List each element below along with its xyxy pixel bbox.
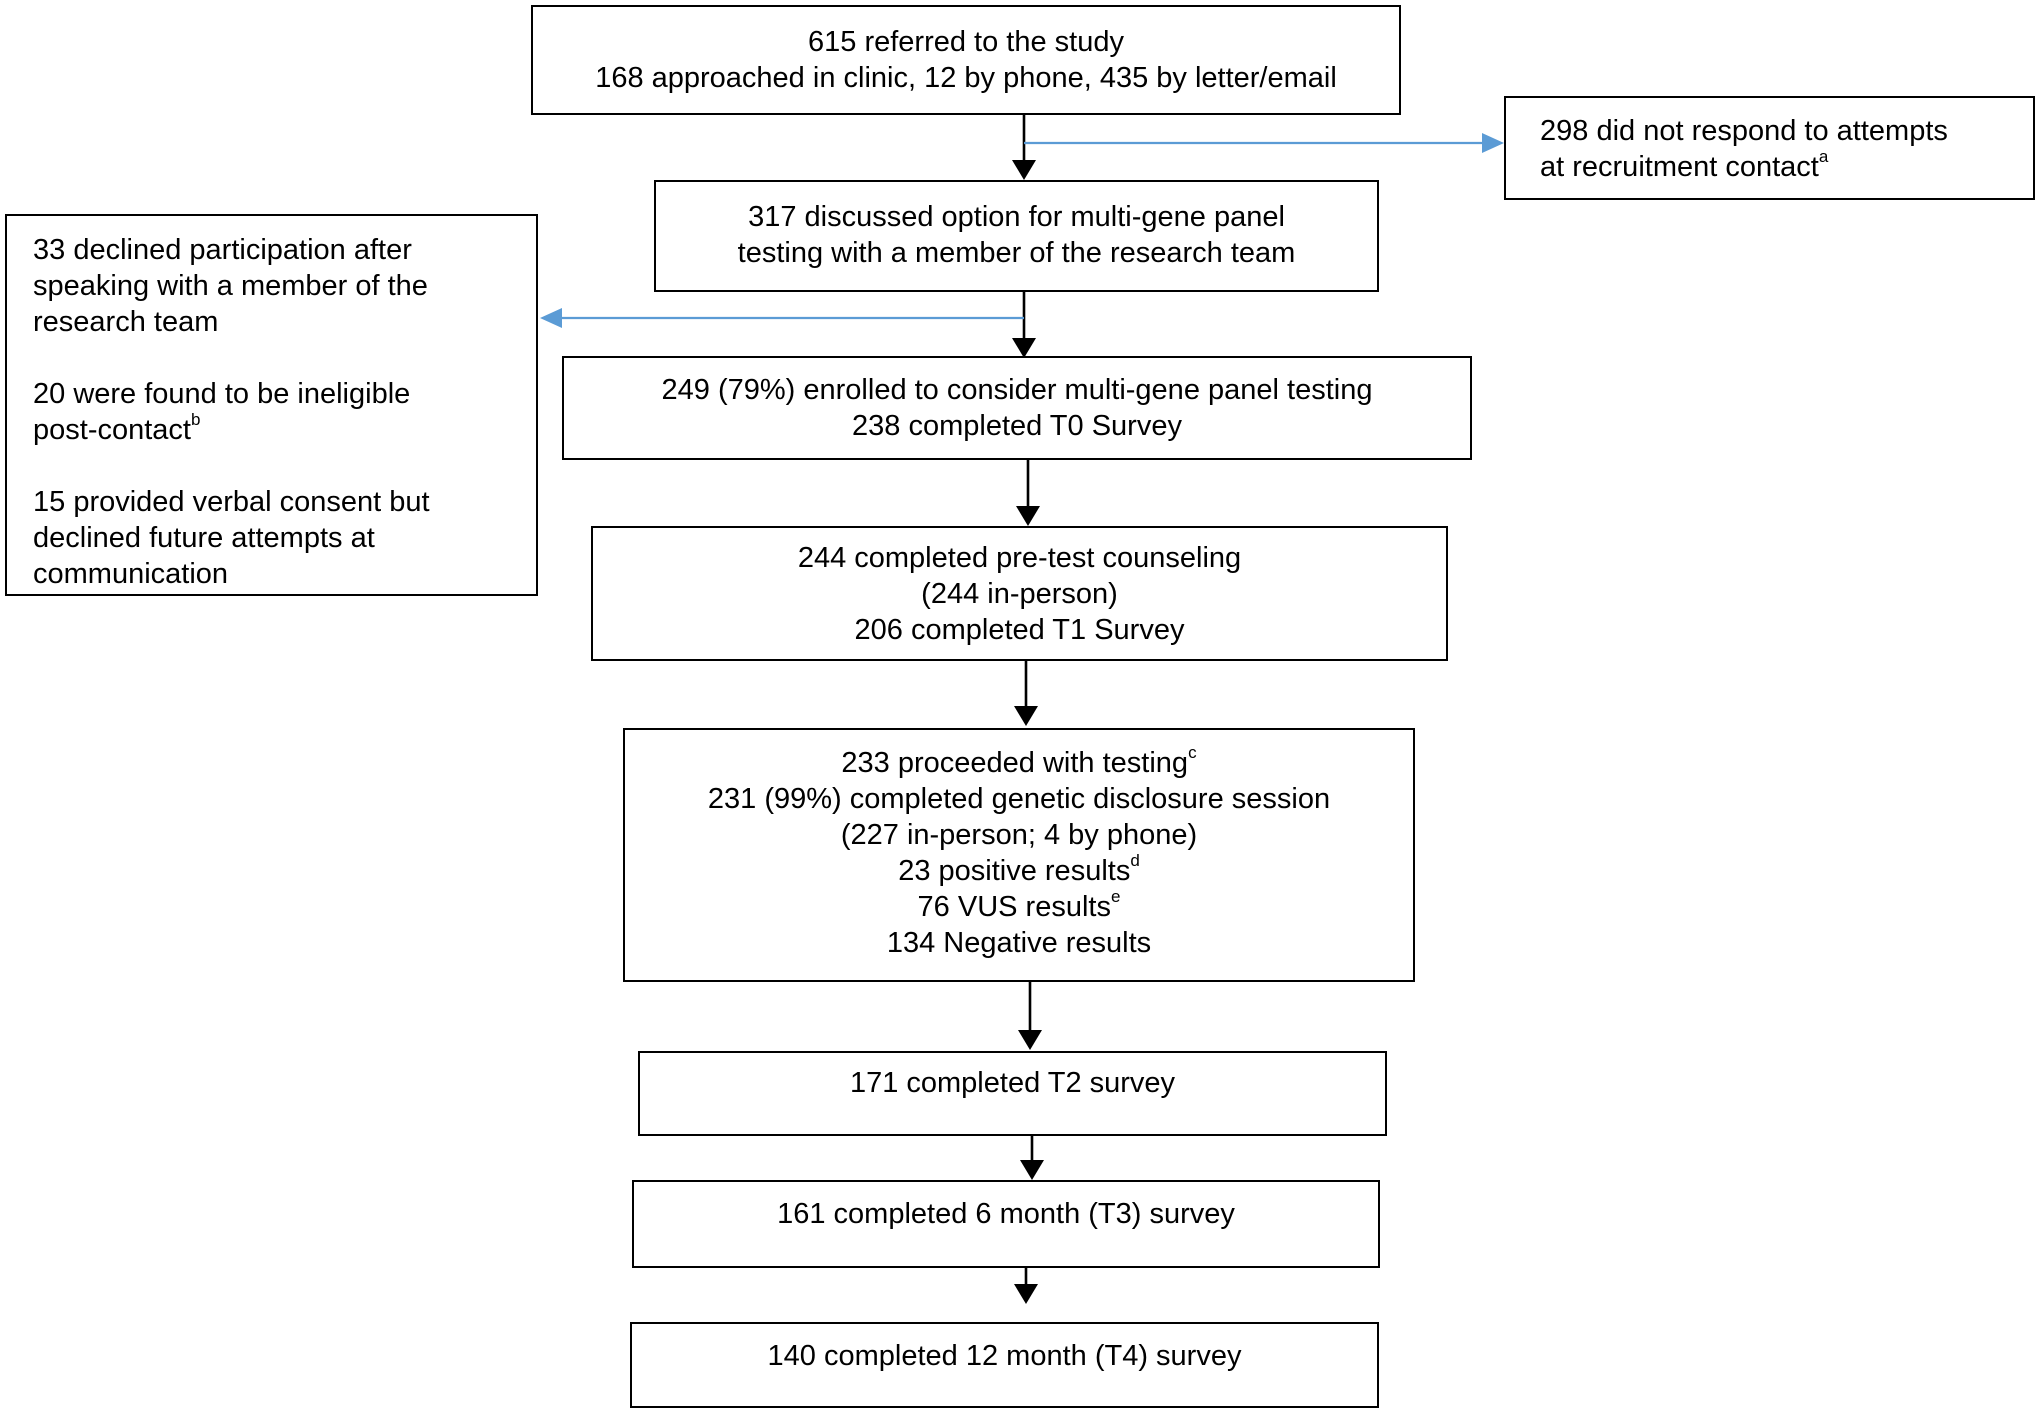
counseling-line-2: (244 in-person) bbox=[921, 578, 1118, 610]
box-testing: 233 proceeded with testingc 231 (99%) co… bbox=[623, 728, 1415, 982]
footnote-e: e bbox=[1110, 887, 1121, 907]
box-enrolled: 249 (79%) enrolled to consider multi-gen… bbox=[562, 356, 1472, 460]
arrow-referred-to-discussed bbox=[1012, 114, 1036, 180]
testing-positive: 23 positive resultsd bbox=[898, 851, 1140, 887]
testing-vus: 76 VUS resultse bbox=[917, 887, 1121, 923]
box-t4: 140 completed 12 month (T4) survey bbox=[630, 1322, 1379, 1408]
enrolled-line-1: 249 (79%) enrolled to consider multi-gen… bbox=[661, 374, 1373, 406]
referred-line-2: 168 approached in clinic, 12 by phone, 4… bbox=[595, 62, 1337, 94]
referred-line-1: 615 referred to the study bbox=[808, 26, 1124, 58]
arrow-discussed-to-enrolled bbox=[1012, 291, 1036, 358]
footnote-b: b bbox=[190, 410, 201, 430]
discussed-line-1: 317 discussed option for multi-gene pane… bbox=[748, 201, 1285, 233]
arrow-t3-to-t4 bbox=[1014, 1268, 1038, 1304]
excluded-ineligible: 20 were found to be ineligible post-cont… bbox=[33, 378, 411, 446]
enrolled-line-2: 238 completed T0 Survey bbox=[852, 410, 1182, 442]
testing-proceeded: 233 proceeded with testingc bbox=[841, 743, 1197, 779]
box-excluded: 33 declined participation after speaking… bbox=[5, 214, 538, 596]
arrow-counseling-to-testing bbox=[1014, 661, 1038, 726]
testing-disclosure: 231 (99%) completed genetic disclosure s… bbox=[707, 783, 1331, 815]
arrow-to-no-response bbox=[1024, 133, 1504, 153]
excluded-declined: 33 declined participation after speaking… bbox=[33, 234, 428, 338]
box-t3: 161 completed 6 month (T3) survey bbox=[632, 1180, 1380, 1268]
t3-line: 161 completed 6 month (T3) survey bbox=[777, 1198, 1235, 1230]
box-t2: 171 completed T2 survey bbox=[638, 1051, 1387, 1136]
discussed-line-2: testing with a member of the research te… bbox=[737, 237, 1296, 269]
t2-line: 171 completed T2 survey bbox=[849, 1067, 1176, 1099]
footnote-d: d bbox=[1130, 851, 1140, 871]
no-response-line-1: 298 did not respond to attempts bbox=[1540, 115, 1948, 147]
box-no-response: 298 did not respond to attempts at recru… bbox=[1504, 96, 2035, 200]
box-counseling: 244 completed pre-test counseling (244 i… bbox=[591, 526, 1448, 661]
counseling-line-1: 244 completed pre-test counseling bbox=[797, 542, 1242, 574]
footnote-a: a bbox=[1818, 147, 1829, 167]
arrow-testing-to-t2 bbox=[1018, 982, 1042, 1050]
t4-line: 140 completed 12 month (T4) survey bbox=[767, 1340, 1242, 1372]
counseling-line-3: 206 completed T1 Survey bbox=[854, 614, 1185, 646]
footnote-c: c bbox=[1188, 743, 1197, 763]
box-discussed: 317 discussed option for multi-gene pane… bbox=[654, 180, 1379, 292]
arrow-to-excluded bbox=[540, 308, 1024, 328]
no-response-line-2: at recruitment contacta bbox=[1540, 147, 1829, 183]
testing-negative: 134 Negative results bbox=[886, 927, 1152, 959]
box-referred: 615 referred to the study 168 approached… bbox=[531, 5, 1401, 115]
testing-disclosure-mode: (227 in-person; 4 by phone) bbox=[840, 819, 1198, 851]
excluded-verbal-consent: 15 provided verbal consent but declined … bbox=[33, 486, 430, 590]
arrow-enrolled-to-counseling bbox=[1016, 460, 1040, 526]
arrow-t2-to-t3 bbox=[1020, 1136, 1044, 1180]
